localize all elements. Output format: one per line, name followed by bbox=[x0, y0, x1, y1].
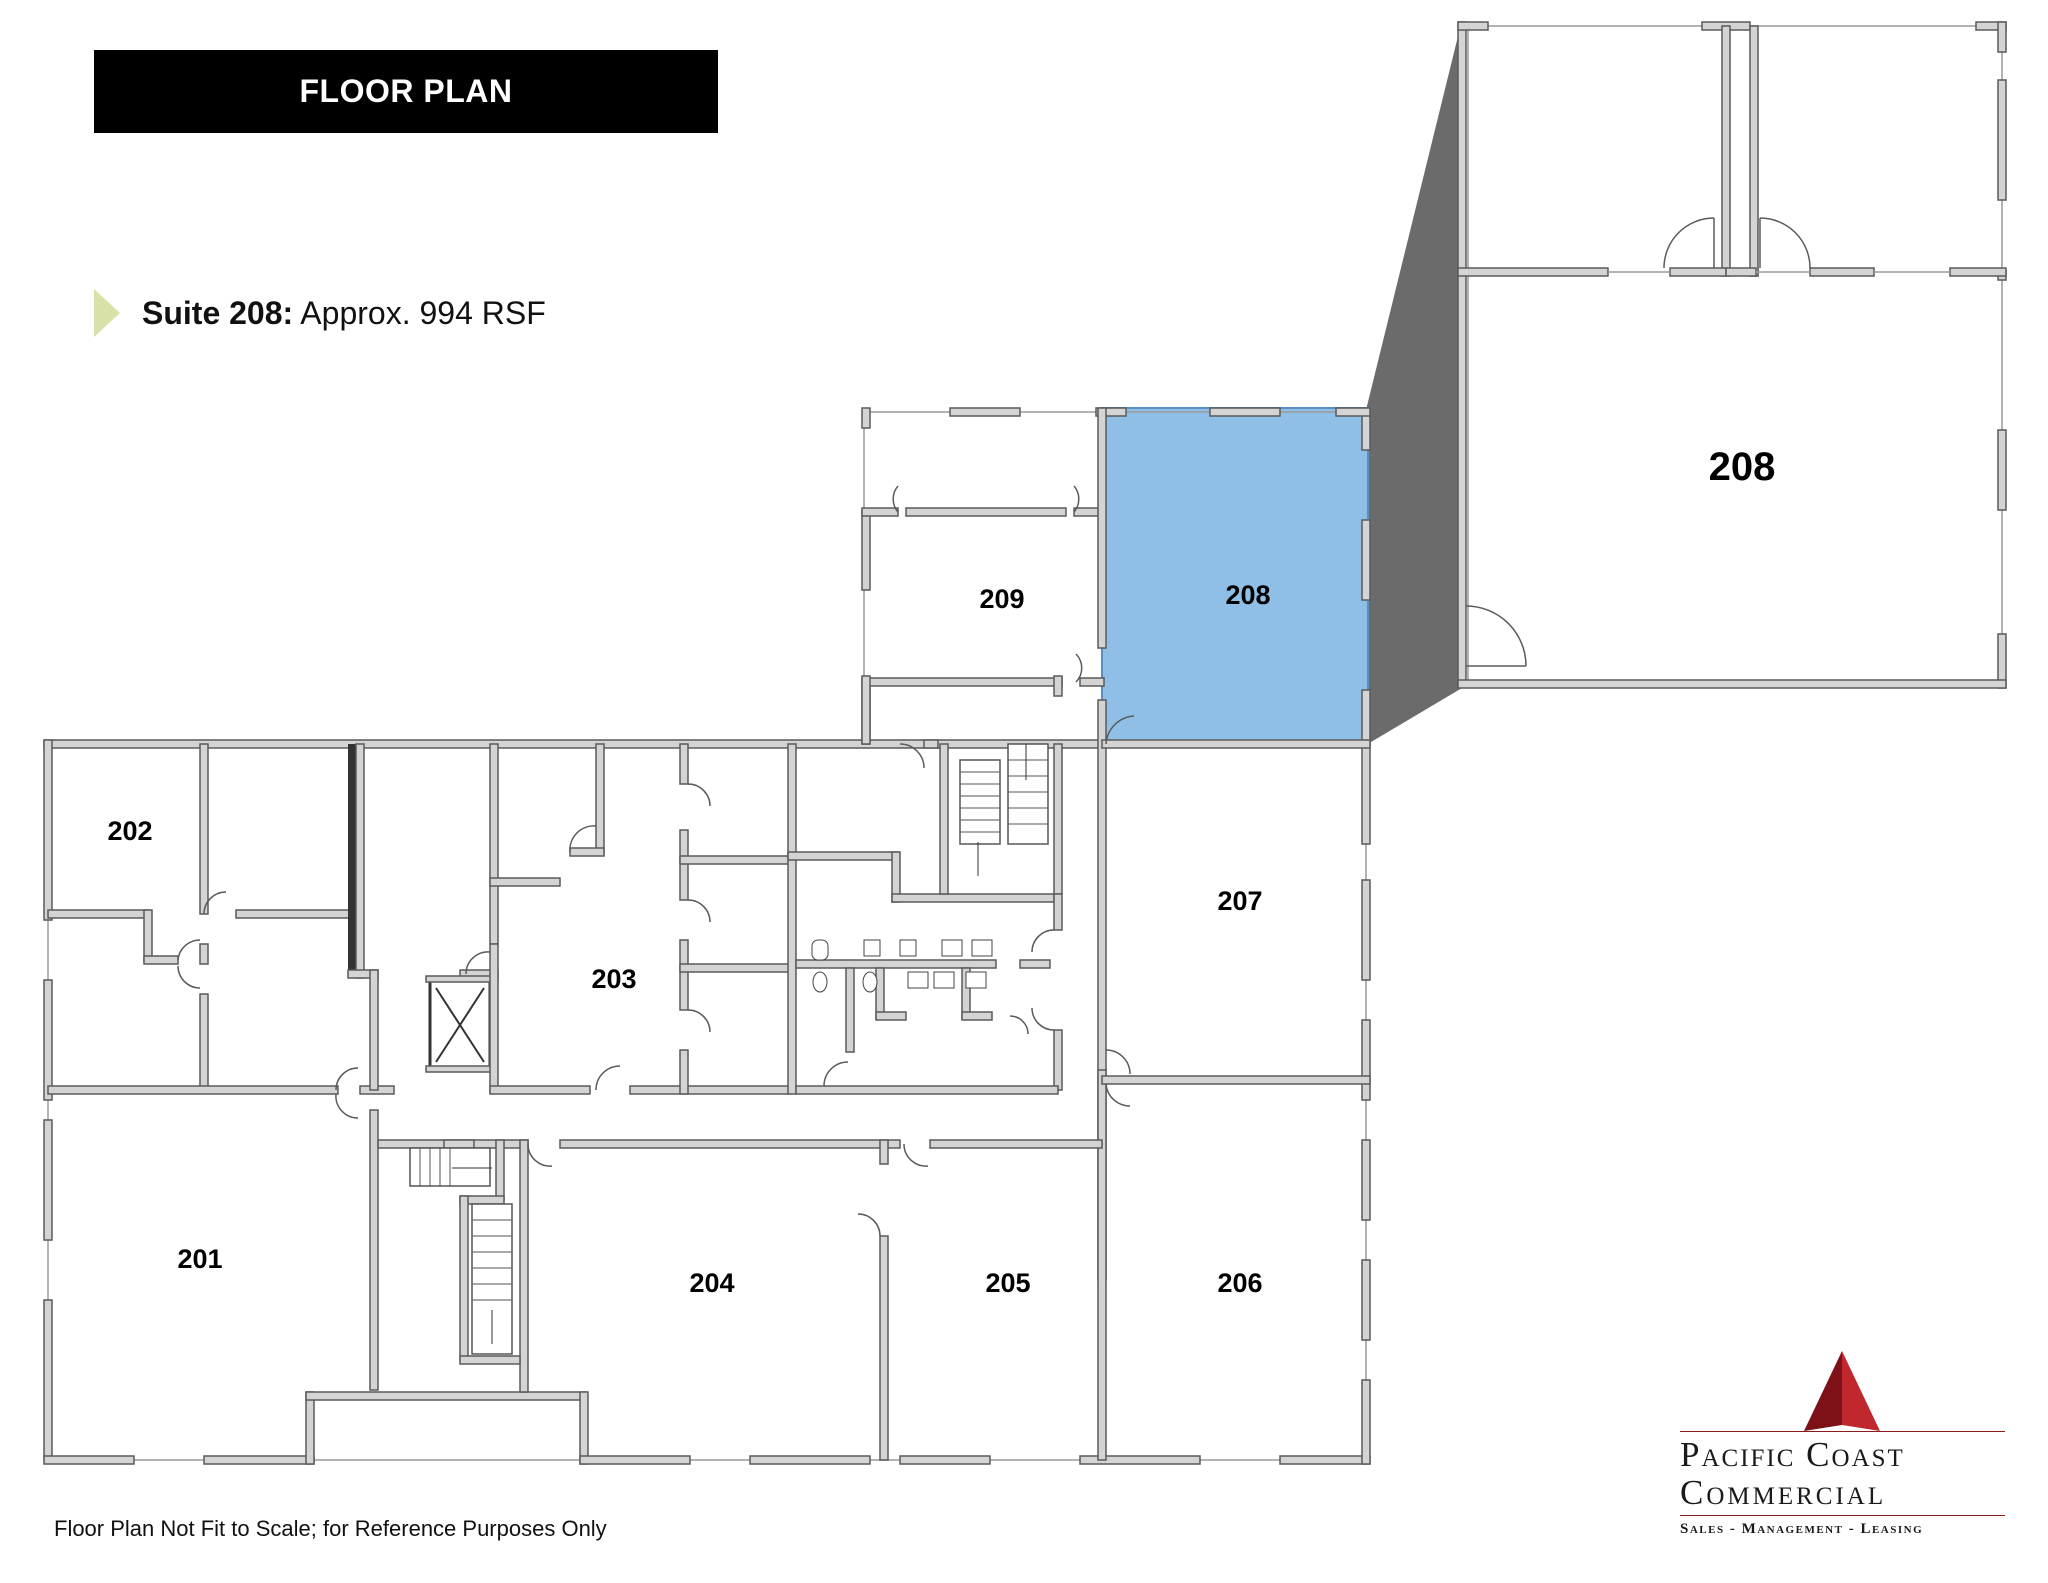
stairs-lower bbox=[409, 1147, 513, 1355]
suite-208-highlight bbox=[1101, 407, 1369, 747]
logo-rule-bottom bbox=[1680, 1515, 2005, 1516]
room-label-204: 204 bbox=[689, 1268, 734, 1298]
logo-rule-top bbox=[1680, 1431, 2005, 1432]
building-walls bbox=[43, 407, 1371, 1465]
suite-info: Suite 208: Approx. 994 RSF bbox=[94, 288, 546, 338]
suite-text: Suite 208: Approx. 994 RSF bbox=[142, 295, 546, 332]
door-swings bbox=[177, 485, 1135, 1237]
inset-room-label-208: 208 bbox=[1709, 445, 1776, 489]
bullet-arrow-icon bbox=[94, 289, 120, 337]
stairs-upper bbox=[959, 743, 1049, 845]
room-label-209: 209 bbox=[979, 584, 1024, 614]
page-title: FLOOR PLAN bbox=[94, 50, 718, 133]
room-label-208: 208 bbox=[1225, 580, 1270, 610]
room-label-206: 206 bbox=[1217, 1268, 1262, 1298]
room-label-202: 202 bbox=[107, 816, 152, 846]
room-label-207: 207 bbox=[1217, 886, 1262, 916]
room-label-201: 201 bbox=[177, 1244, 222, 1274]
logo-line-3: Sales - Management - Leasing bbox=[1680, 1521, 1924, 1537]
suite-description: Approx. 994 RSF bbox=[300, 294, 546, 331]
restroom-fixtures bbox=[811, 939, 993, 993]
logo-mark-icon bbox=[1804, 1351, 1880, 1431]
callout-wedge bbox=[1366, 20, 1462, 745]
disclaimer-note: Floor Plan Not Fit to Scale; for Referen… bbox=[54, 1516, 607, 1541]
logo-line-1: Pacific Coast bbox=[1680, 1435, 1905, 1474]
page-title-text: FLOOR PLAN bbox=[299, 73, 513, 109]
inset-plan bbox=[1457, 20, 2008, 689]
suite-label: Suite 208: bbox=[142, 294, 294, 331]
room-label-205: 205 bbox=[985, 1268, 1030, 1298]
room-label-203: 203 bbox=[591, 964, 636, 994]
company-logo: Pacific Coast Commercial Sales - Managem… bbox=[1680, 1345, 2005, 1545]
logo-line-2: Commercial bbox=[1680, 1473, 1887, 1512]
